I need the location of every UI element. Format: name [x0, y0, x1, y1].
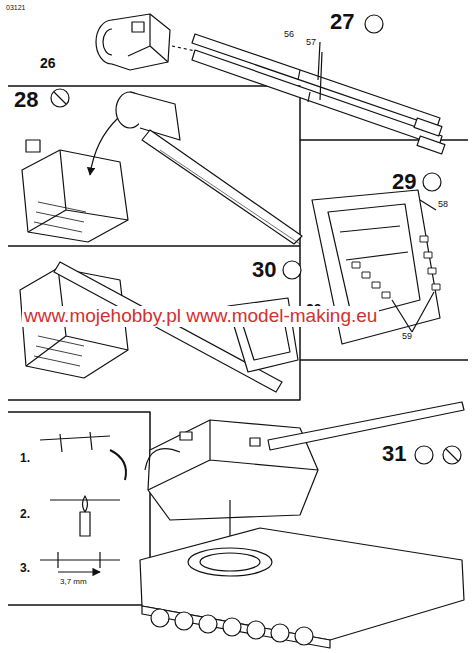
road-wheel: [199, 615, 217, 633]
watermark: www.mojehobby.pl www.model-making.eu: [22, 306, 379, 327]
step-number: 27: [330, 10, 354, 34]
hull: [140, 528, 464, 648]
road-wheel: [247, 621, 265, 639]
breech-block: [96, 14, 170, 70]
panel-frame: [8, 86, 468, 605]
road-wheel: [223, 618, 241, 636]
step-icon: [51, 15, 461, 464]
part-number: 59: [402, 332, 412, 342]
lug-row: [352, 236, 440, 298]
step-number: 26: [40, 56, 56, 71]
substep-number: 3.: [20, 562, 30, 575]
road-wheel: [295, 627, 313, 645]
dimension: 3,7 mm: [60, 578, 87, 587]
road-wheel: [151, 609, 169, 627]
part-number: 56: [284, 30, 294, 40]
step-number: 29: [392, 170, 416, 194]
step-number: 31: [382, 442, 406, 466]
part-number: 57: [306, 38, 316, 48]
road-wheel: [271, 624, 289, 642]
sprue-tool: [40, 432, 126, 572]
gun-mount: [22, 92, 302, 244]
step-number: 28: [14, 88, 38, 112]
substep-number: 1.: [20, 452, 30, 465]
page-code: 03121: [6, 4, 25, 12]
barrel: [192, 34, 445, 154]
road-wheels: [151, 609, 313, 645]
turret: [148, 402, 464, 520]
part-number: 58: [438, 200, 448, 210]
step-number: 30: [252, 258, 276, 282]
substep-number: 2.: [20, 508, 30, 521]
road-wheel: [175, 612, 193, 630]
